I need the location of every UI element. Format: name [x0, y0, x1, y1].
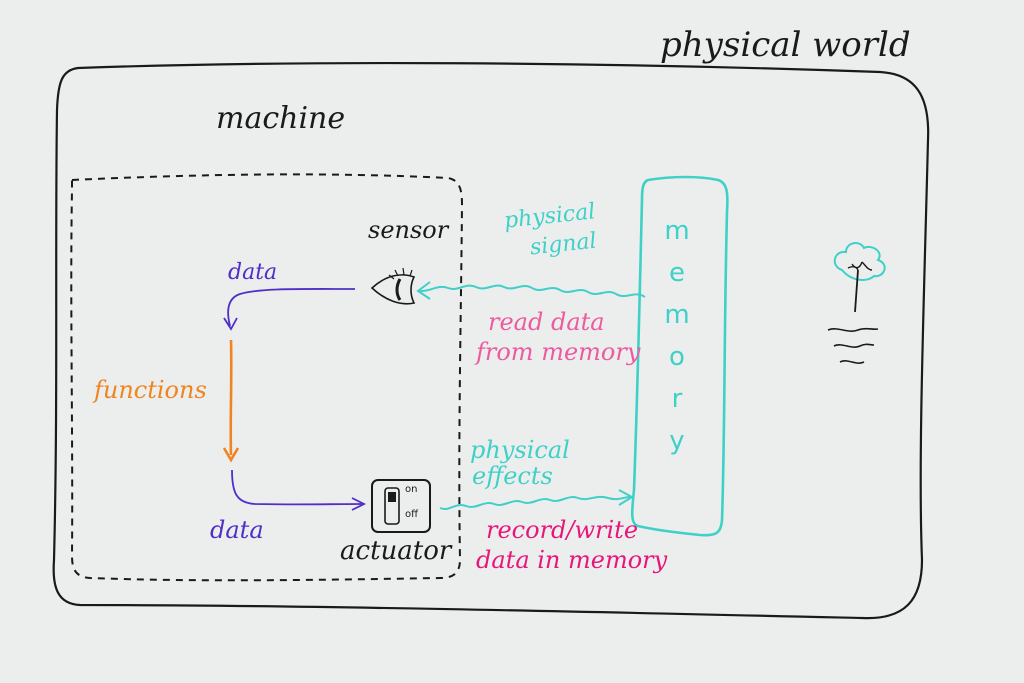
- memory-box: [630, 175, 729, 537]
- functions-label: functions: [94, 376, 207, 404]
- data-arrow-bottom: [231, 469, 363, 506]
- memory-letter: m: [664, 300, 690, 330]
- record-data-label-line1: record/write: [486, 516, 639, 544]
- switch-on-label: on: [405, 484, 418, 495]
- memory-letter: e: [669, 258, 685, 288]
- machine-boundary: [70, 173, 464, 582]
- functions-arrow: [229, 339, 233, 456]
- physical-effects-label-line1: physical: [470, 436, 570, 464]
- read-data-label-line1: read data: [488, 308, 605, 336]
- memory-letter: m: [664, 216, 690, 246]
- physical-world-boundary: [52, 61, 930, 620]
- tree-icon: [833, 242, 886, 313]
- physical-signal-wave: [419, 284, 646, 298]
- machine-label: machine: [216, 101, 346, 136]
- data-label-top: data: [228, 260, 278, 285]
- physical-effects-label-line2: effects: [472, 462, 553, 490]
- memory-letter: r: [671, 384, 683, 414]
- sensor-label: sensor: [368, 216, 449, 244]
- memory-label: m e m o r y: [662, 218, 692, 454]
- memory-letter: y: [669, 426, 685, 456]
- physical-effects-wave: [439, 495, 631, 510]
- data-arrow-top: [227, 288, 356, 327]
- record-data-label-line2: data in memory: [476, 546, 668, 574]
- actuator-label: actuator: [340, 536, 452, 566]
- data-label-bottom: data: [210, 516, 264, 544]
- physical-world-label: physical world: [660, 25, 911, 65]
- switch-off-label: off: [405, 509, 419, 520]
- switch-icon: [371, 479, 431, 533]
- read-data-label-line2: from memory: [476, 338, 641, 366]
- eye-icon: [370, 267, 416, 305]
- memory-letter: o: [669, 342, 685, 372]
- water-icon: [827, 327, 879, 364]
